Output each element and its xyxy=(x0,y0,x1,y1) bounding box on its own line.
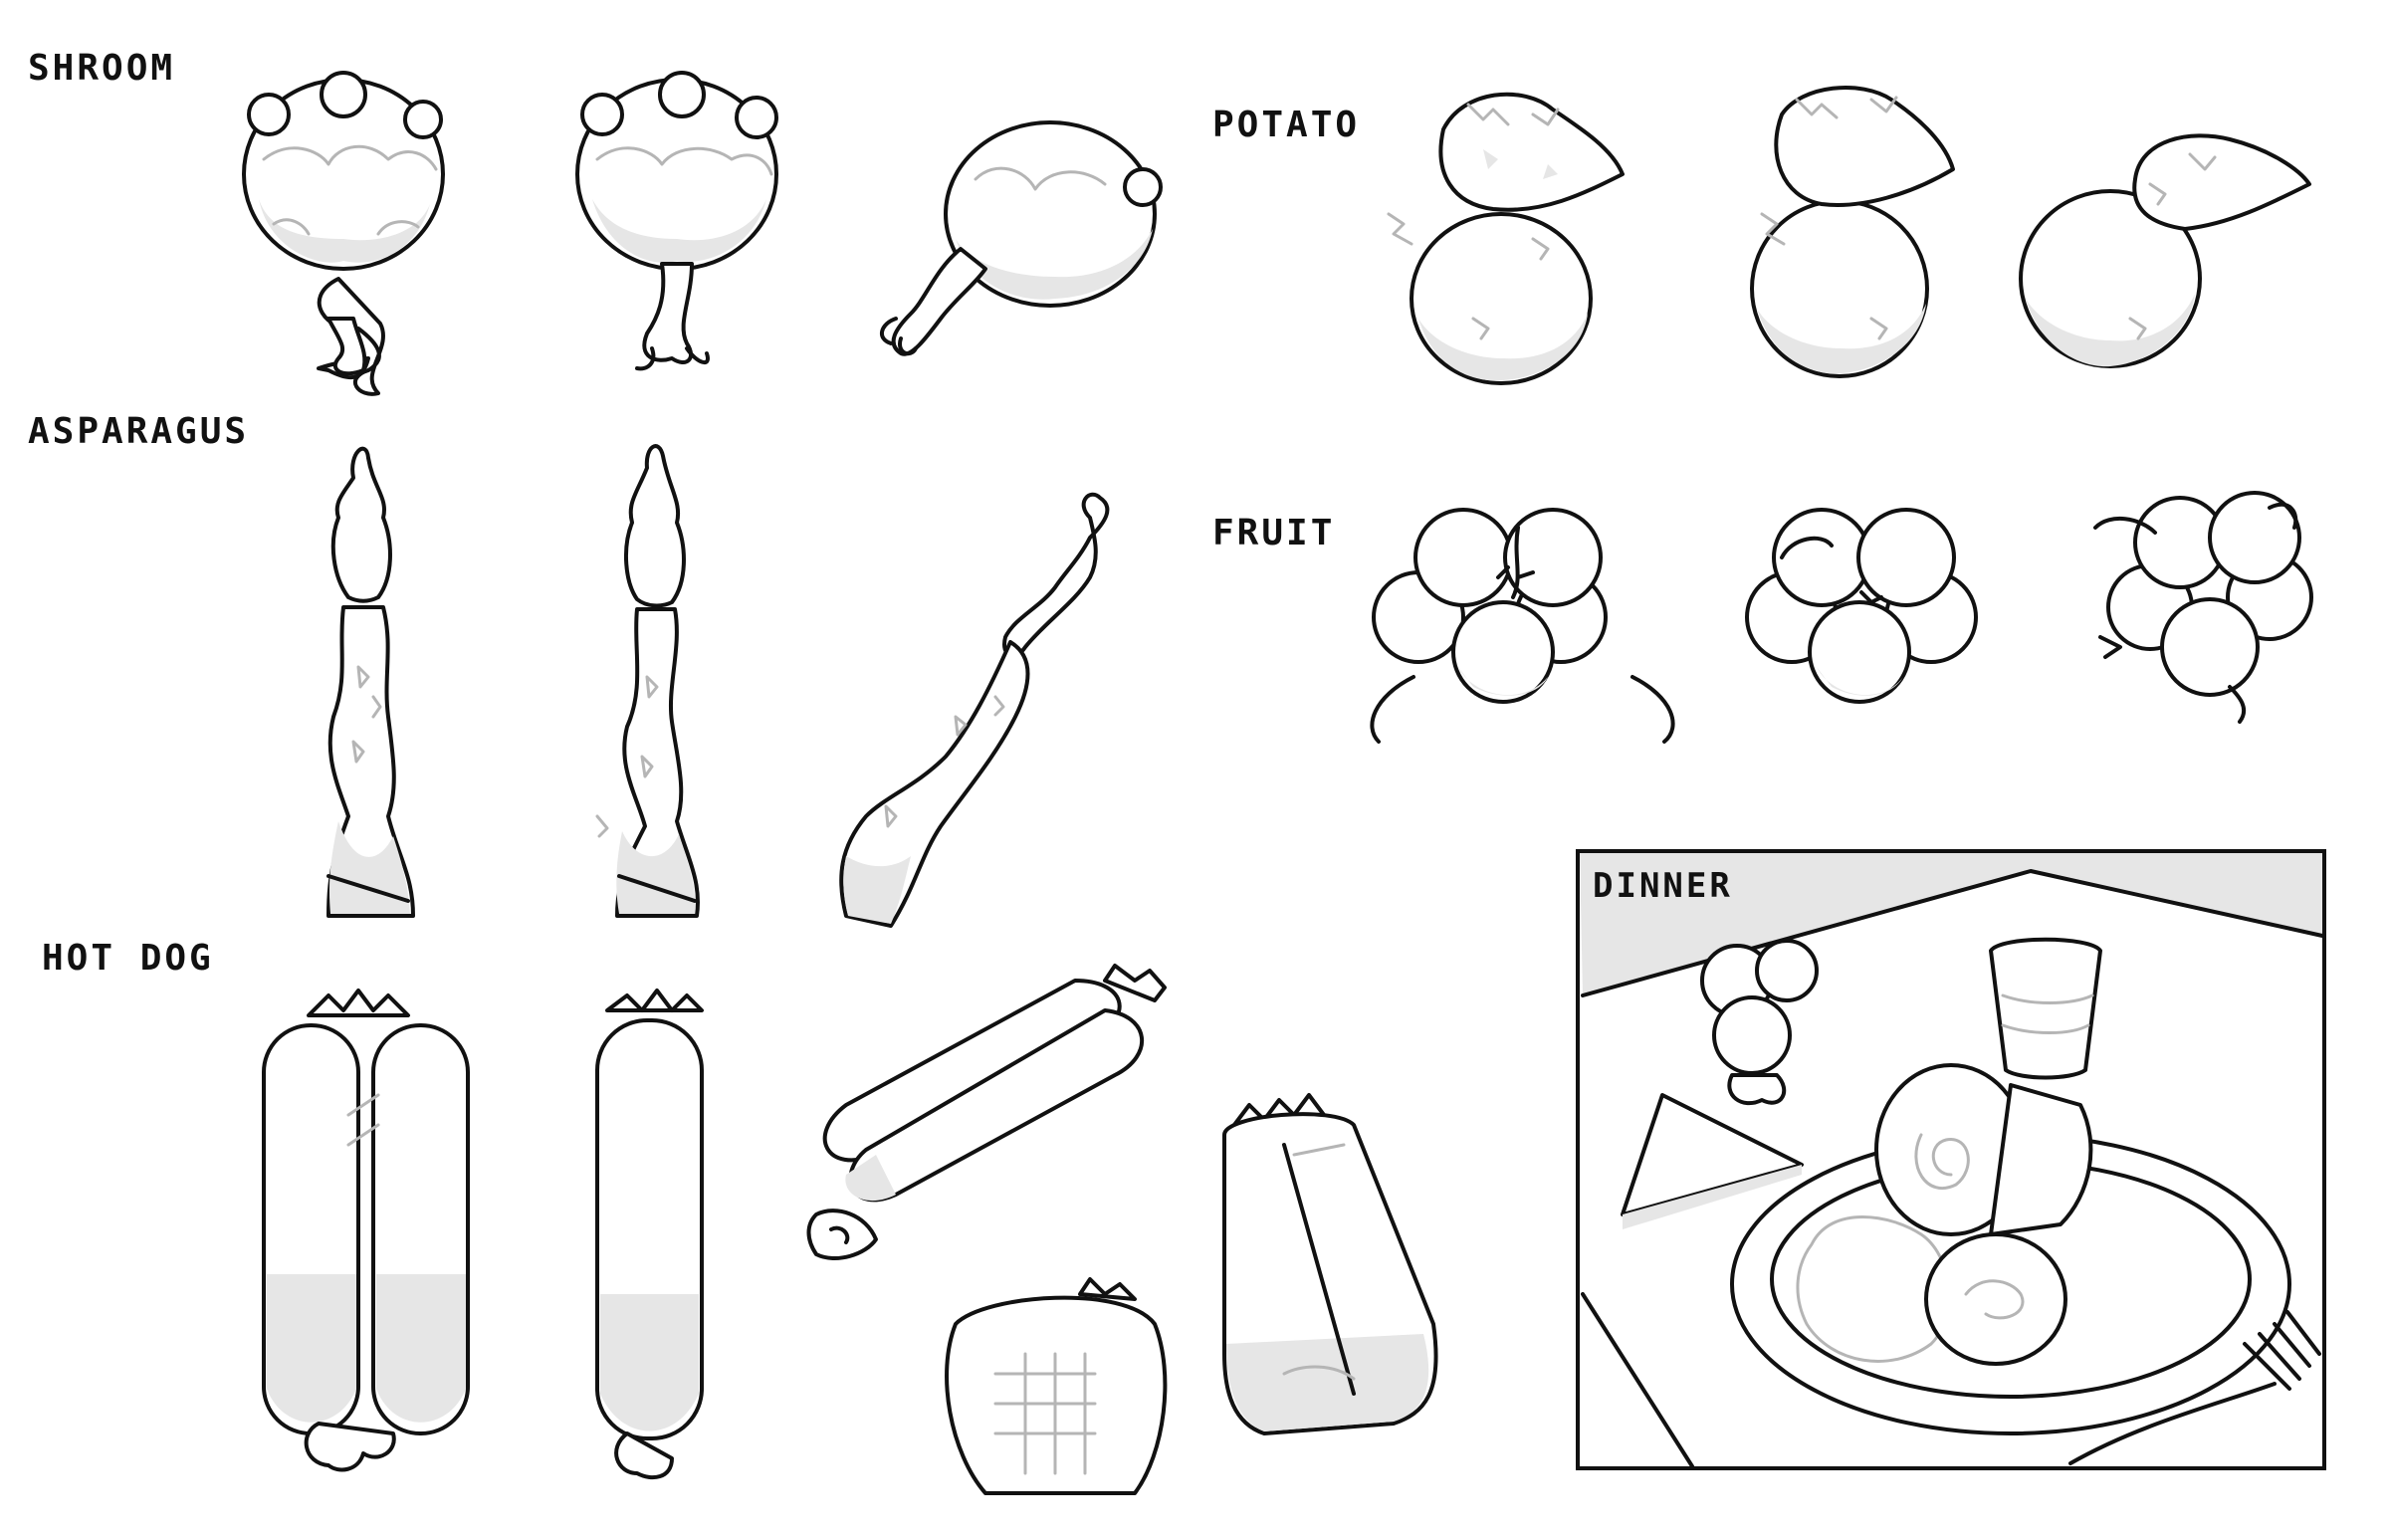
dinner-panel xyxy=(1576,849,2326,1470)
label-shroom: SHROOM xyxy=(28,48,176,89)
fruit-view-three-quarter xyxy=(1745,508,1978,704)
potato-view-front xyxy=(1387,92,1625,385)
label-asparagus: ASPARAGUS xyxy=(28,411,250,452)
shroom-view-side xyxy=(880,120,1163,356)
hotdog-view-side xyxy=(595,989,704,1480)
hotdog-view-halved xyxy=(1222,1093,1438,1435)
shroom-view-three-quarter xyxy=(575,71,778,371)
label-dinner: DINNER xyxy=(1593,866,1733,906)
label-potato: POTATO xyxy=(1212,105,1361,145)
label-fruit: FRUIT xyxy=(1212,513,1336,553)
potato-view-side xyxy=(2019,133,2311,368)
label-hotdog: HOT DOG xyxy=(42,938,214,979)
fruit-view-front xyxy=(1370,508,1675,744)
hotdog-view-cut xyxy=(945,1277,1168,1495)
hotdog-view-angled xyxy=(806,964,1167,1260)
asparagus-view-side xyxy=(839,492,1110,928)
hotdog-view-top xyxy=(262,989,470,1472)
asparagus-view-front xyxy=(326,446,415,918)
shroom-view-front xyxy=(242,71,445,396)
fruit-view-back xyxy=(2093,491,2313,724)
asparagus-view-three-quarter xyxy=(595,444,700,918)
potato-view-three-quarter xyxy=(1750,86,1955,378)
